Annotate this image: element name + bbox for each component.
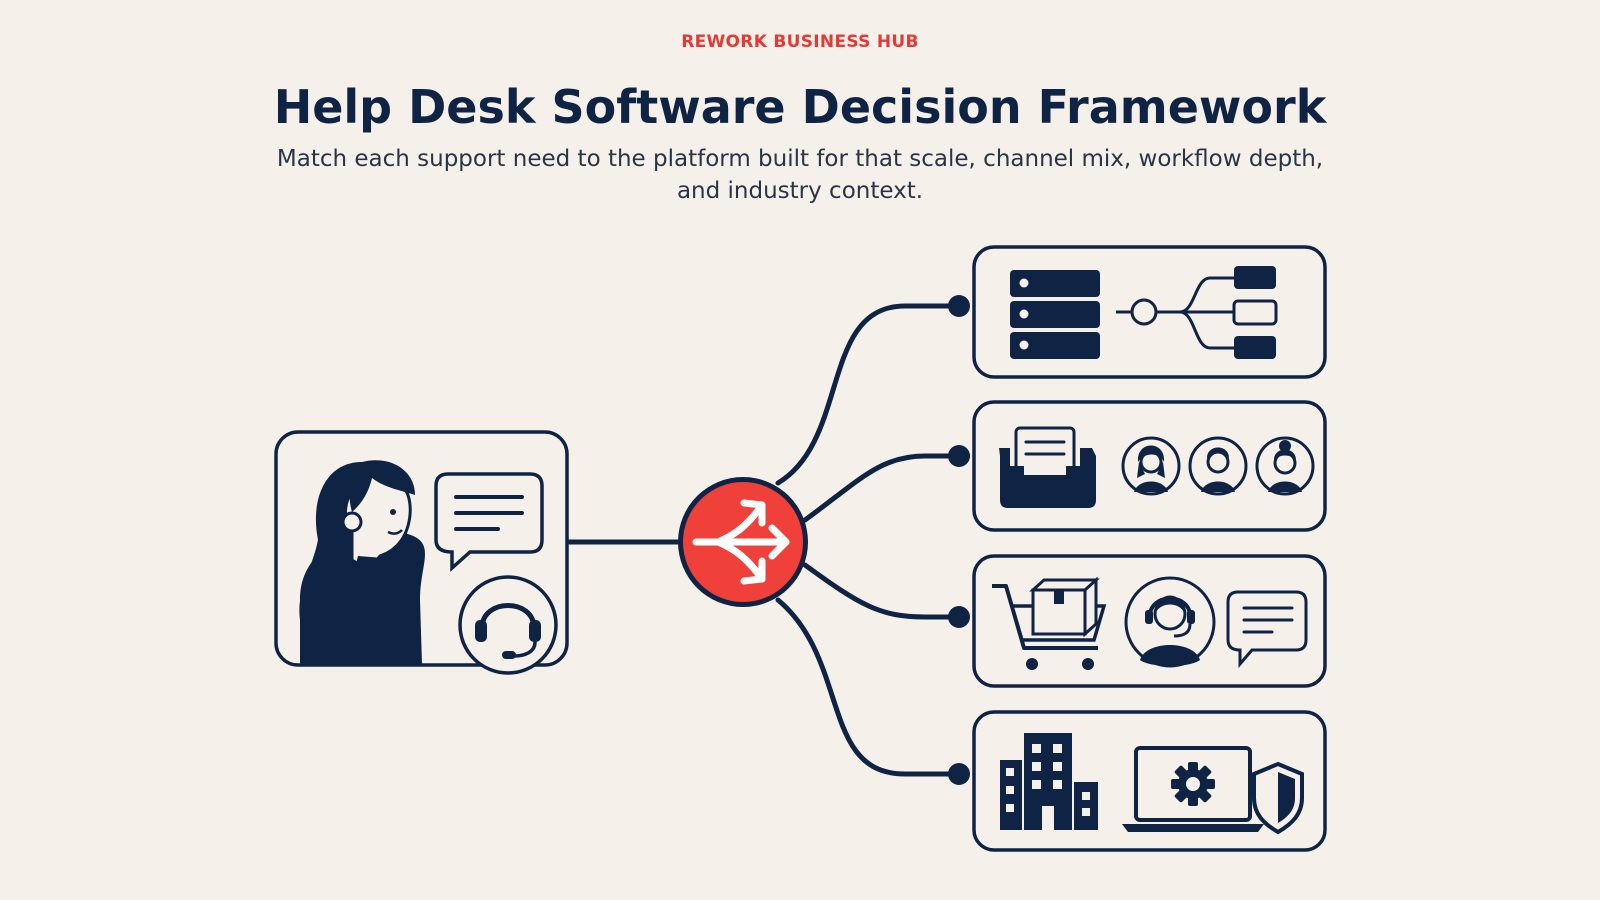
- shield-icon: [1252, 761, 1304, 835]
- woman-agent-icon: [299, 460, 425, 664]
- connectors: [565, 303, 961, 777]
- branch-card-3: [972, 554, 1327, 688]
- avatar-man-icon: [1188, 436, 1248, 496]
- server-stack-icon: [1010, 270, 1100, 359]
- gear-icon: [1171, 762, 1215, 806]
- connector-branch-3: [802, 562, 961, 620]
- avatar-woman-icon: [1121, 436, 1181, 496]
- headset-icon: [458, 575, 558, 675]
- hub-node: [678, 477, 808, 607]
- office-building-icon: [1000, 733, 1098, 830]
- support-agent-icon: [1124, 576, 1216, 668]
- shopping-cart-icon: [992, 576, 1107, 670]
- branch-card-2: [972, 400, 1327, 532]
- page-title: Help Desk Software Decision Framework: [273, 80, 1327, 134]
- branch-card-1: [972, 245, 1327, 379]
- eyebrow-label: REWORK BUSINESS HUB: [681, 32, 919, 52]
- connector-branch-1: [775, 303, 961, 486]
- chat-bubble-icon: [434, 472, 544, 572]
- workflow-tree-icon: [1116, 266, 1278, 359]
- branch-card-4: [972, 710, 1327, 852]
- connector-dots: [948, 295, 970, 785]
- avatar-bun-icon: [1255, 436, 1315, 496]
- split-arrows-icon: [692, 499, 790, 585]
- laptop-gear-icon: [1122, 746, 1264, 832]
- page-subtitle: Match each support need to the platform …: [276, 146, 1324, 204]
- inbox-tray-icon: [999, 426, 1096, 508]
- chat-bubble-icon: [1226, 590, 1308, 669]
- team-avatars-icon: [1121, 436, 1315, 496]
- connector-branch-2: [802, 453, 961, 523]
- source-card: [274, 430, 569, 675]
- connector-branch-4: [775, 597, 961, 777]
